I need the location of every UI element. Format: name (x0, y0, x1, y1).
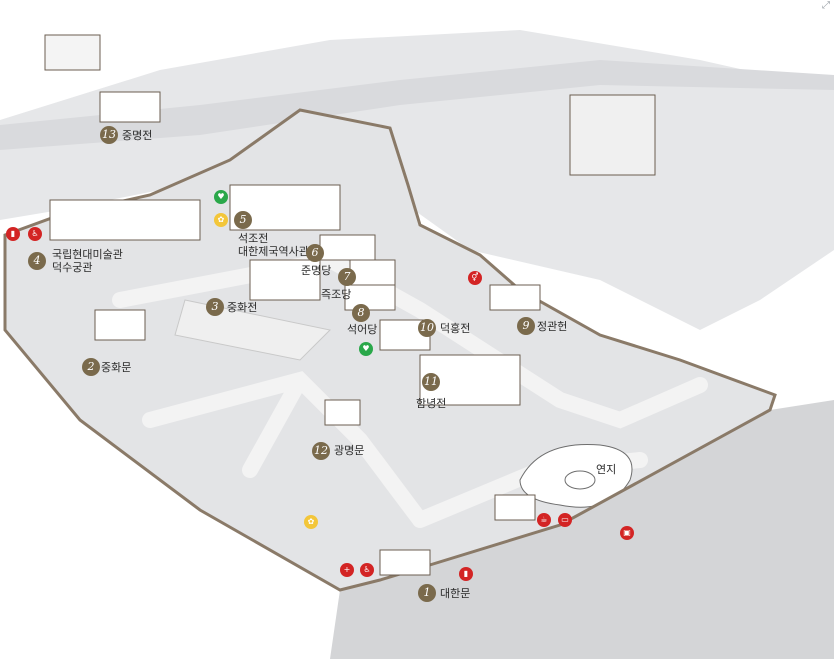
label-4: 국립현대미술관 덕수궁관 (52, 248, 123, 274)
label-3: 중화전 (227, 301, 258, 314)
medical-heart-icon[interactable]: ♥ (359, 342, 373, 356)
marker-11[interactable]: 11 (422, 373, 440, 391)
gift-shop-icon[interactable]: ▭ (558, 513, 572, 527)
building-outside-1 (44, 34, 101, 71)
building-junghwamun (94, 309, 146, 341)
accessible-icon[interactable]: ♿ (360, 563, 374, 577)
building-jeukjodang (349, 259, 396, 286)
marker-6[interactable]: 6 (306, 244, 324, 262)
building-museum (49, 199, 201, 241)
restroom-icon[interactable]: ⚥ (468, 271, 482, 285)
info-icon[interactable]: ✿ (214, 213, 228, 227)
first-aid-icon[interactable]: + (340, 563, 354, 577)
marker-1[interactable]: 1 (418, 584, 436, 602)
label-7: 즉조당 (321, 288, 352, 301)
gift-shop-icon[interactable]: ☕ (537, 513, 551, 527)
marker-12[interactable]: 12 (312, 442, 330, 460)
marker-3[interactable]: 3 (206, 298, 224, 316)
label-13: 중명전 (122, 129, 153, 142)
building-outside-2 (569, 94, 656, 176)
building-jeonggwanheon (489, 284, 541, 311)
label-1: 대한문 (440, 587, 471, 600)
pond-label: 연지 (596, 463, 617, 476)
bus-icon[interactable]: ▣ (620, 526, 634, 540)
pond-island (564, 470, 596, 490)
marker-8[interactable]: 8 (352, 304, 370, 322)
building-seogeodang (344, 284, 396, 311)
marker-2[interactable]: 2 (82, 358, 100, 376)
label-5: 석조전 대한제국역사관 (238, 232, 309, 258)
expand-icon[interactable]: ⤢ (822, 0, 830, 11)
label-2: 중화문 (101, 361, 132, 374)
marker-9[interactable]: 9 (517, 317, 535, 335)
label-10: 덕홍전 (440, 322, 471, 335)
label-9: 정관헌 (537, 320, 568, 333)
building-daehanmun (379, 549, 431, 576)
label-8: 석어당 (347, 323, 378, 336)
medical-heart-icon[interactable]: ♥ (214, 190, 228, 204)
building-gwangmyeongmun (324, 399, 361, 426)
marker-13[interactable]: 13 (100, 126, 118, 144)
restroom-icon[interactable]: ♿ (28, 227, 42, 241)
label-12: 광명문 (334, 444, 365, 457)
building-junghwajeon (249, 259, 321, 301)
building-pond-pavilion (494, 494, 536, 521)
info-icon[interactable]: ✿ (304, 515, 318, 529)
palace-wall (3, 108, 777, 592)
marker-4[interactable]: 4 (28, 252, 46, 270)
trash-icon[interactable]: ▮ (459, 567, 473, 581)
label-11: 함녕전 (416, 397, 447, 410)
marker-7[interactable]: 7 (338, 268, 356, 286)
trash-icon[interactable]: ▮ (6, 227, 20, 241)
building-junmyeongdang (319, 234, 376, 261)
street-top (0, 60, 834, 150)
marker-5[interactable]: 5 (234, 211, 252, 229)
label-6: 준명당 (301, 264, 332, 277)
marker-10[interactable]: 10 (418, 319, 436, 337)
lower-ground (330, 400, 834, 659)
building-jungmyeongjeon (99, 91, 161, 123)
